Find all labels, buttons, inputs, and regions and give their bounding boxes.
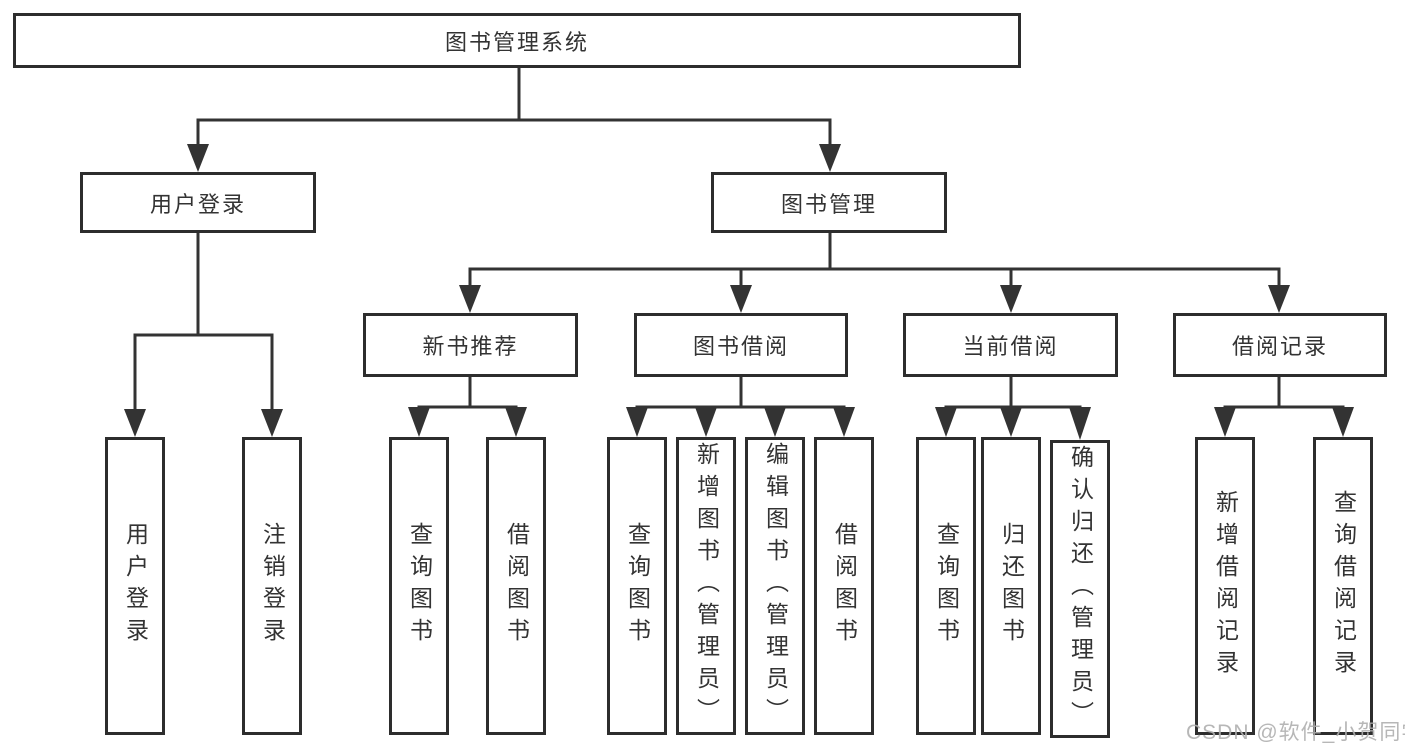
node-new-book-recommend: 新书推荐 xyxy=(363,313,578,377)
leaf-bb-query-books: 查询图书 xyxy=(607,437,667,735)
leaf-nb-query-books: 查询图书 xyxy=(389,437,449,735)
connector-book-mgmt-to-level3 xyxy=(459,231,1290,313)
node-borrow-records: 借阅记录 xyxy=(1173,313,1387,377)
node-current-borrow: 当前借阅 xyxy=(903,313,1118,377)
node-user-login: 用户登录 xyxy=(80,172,316,233)
leaf-br-add-record-label: 新增借阅记录 xyxy=(1212,490,1239,682)
node-new-book-recommend-label: 新书推荐 xyxy=(422,334,519,359)
connector-new-books-children xyxy=(408,375,527,437)
node-book-management-label: 图书管理 xyxy=(780,191,877,217)
node-book-borrow: 图书借阅 xyxy=(634,313,848,377)
connector-book-borrow-children xyxy=(626,375,855,437)
leaf-cb-return-books-label: 归还图书 xyxy=(998,522,1025,650)
leaf-cb-confirm-return-admin-label: 确认归还（管理员） xyxy=(1067,445,1094,733)
node-current-borrow-label: 当前借阅 xyxy=(962,334,1059,359)
leaf-cb-query-books: 查询图书 xyxy=(916,437,976,735)
leaf-cb-query-books-label: 查询图书 xyxy=(933,522,960,650)
leaf-br-query-record: 查询借阅记录 xyxy=(1313,437,1373,735)
leaf-bb-add-books-admin-label: 新增图书（管理员） xyxy=(693,442,720,730)
leaf-user-login-label: 用户登录 xyxy=(122,522,149,650)
connector-current-borrow-children xyxy=(935,375,1091,440)
leaf-bb-borrow-books: 借阅图书 xyxy=(814,437,874,735)
leaf-bb-add-books-admin: 新增图书（管理员） xyxy=(676,437,736,735)
leaf-bb-query-books-label: 查询图书 xyxy=(624,522,651,650)
node-borrow-records-label: 借阅记录 xyxy=(1231,334,1328,359)
node-root-label: 图书管理系统 xyxy=(444,29,589,55)
leaf-nb-query-books-label: 查询图书 xyxy=(406,522,433,650)
node-user-login-label: 用户登录 xyxy=(149,191,246,217)
leaf-br-add-record: 新增借阅记录 xyxy=(1195,437,1255,735)
connector-user-login-children xyxy=(124,231,283,437)
leaf-logout-label: 注销登录 xyxy=(259,522,286,650)
leaf-user-login: 用户登录 xyxy=(105,437,165,735)
leaf-logout: 注销登录 xyxy=(242,437,302,735)
leaf-bb-edit-books-admin-label: 编辑图书（管理员） xyxy=(762,442,789,730)
leaf-cb-confirm-return-admin: 确认归还（管理员） xyxy=(1050,440,1110,738)
leaf-bb-edit-books-admin: 编辑图书（管理员） xyxy=(745,437,805,735)
node-book-management: 图书管理 xyxy=(711,172,947,233)
connector-root-to-level2 xyxy=(187,66,841,172)
csdn-watermark: CSDN @软件_小贺同学 xyxy=(1186,721,1405,744)
connector-records-children xyxy=(1214,375,1354,437)
leaf-nb-borrow-books-label: 借阅图书 xyxy=(503,522,530,650)
node-book-borrow-label: 图书借阅 xyxy=(692,334,789,359)
leaf-bb-borrow-books-label: 借阅图书 xyxy=(831,522,858,650)
leaf-cb-return-books: 归还图书 xyxy=(981,437,1041,735)
node-root: 图书管理系统 xyxy=(13,13,1021,68)
leaf-nb-borrow-books: 借阅图书 xyxy=(486,437,546,735)
leaf-br-query-record-label: 查询借阅记录 xyxy=(1330,490,1357,682)
